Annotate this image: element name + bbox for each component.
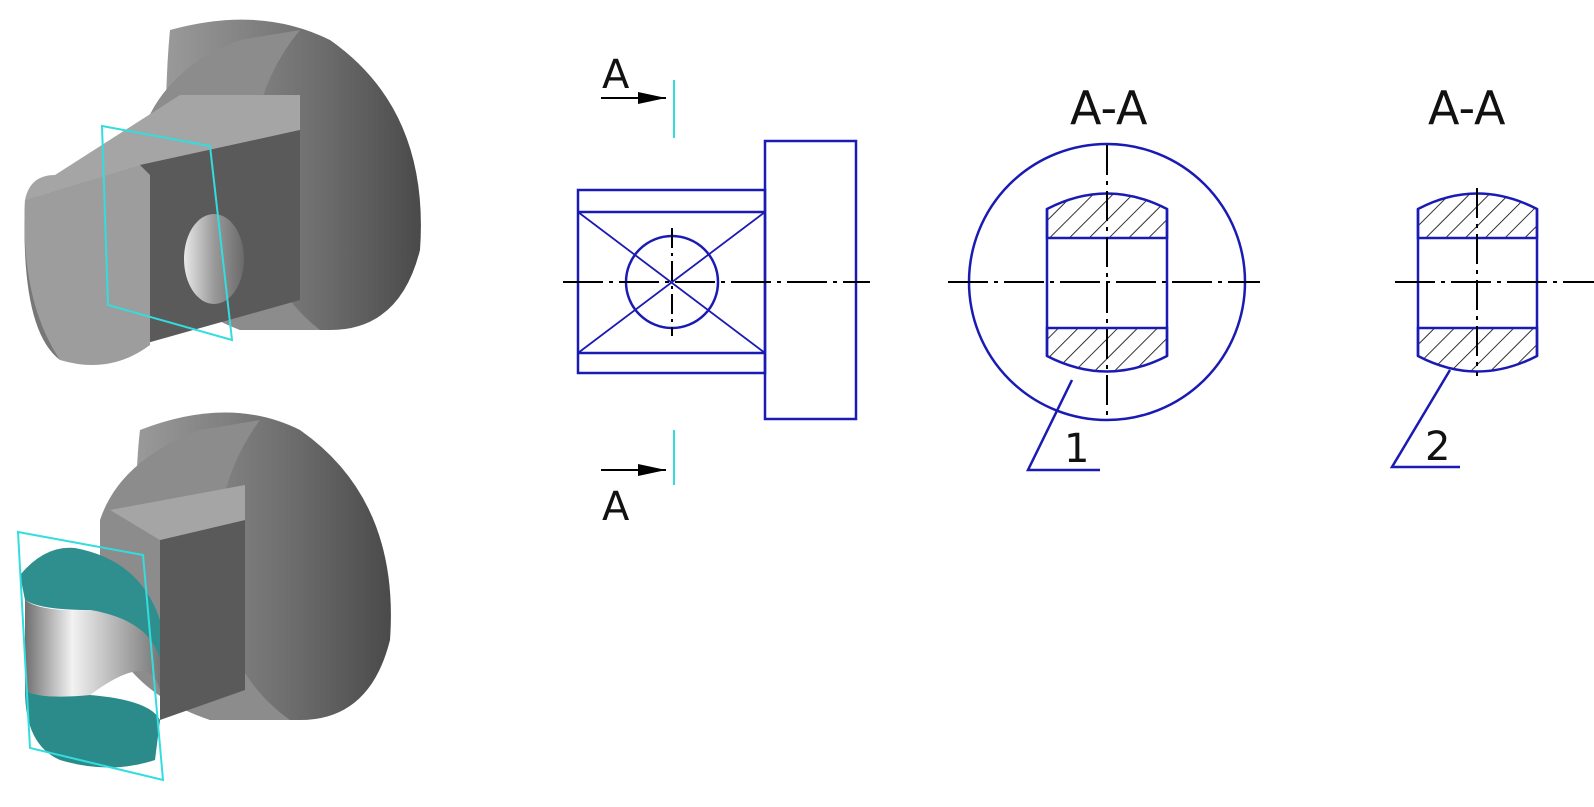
front-view [576, 139, 858, 421]
isometric-part-view-2-sectioned [16, 412, 391, 782]
callout-2: 2 [1425, 424, 1450, 470]
flange-outline [763, 139, 858, 421]
cutting-plane-indicator: A A [601, 52, 675, 530]
section-mark-top: A [602, 52, 630, 98]
section-title-2: A-A [1428, 81, 1506, 135]
section-mark-bottom: A [602, 484, 630, 530]
isometric-part-view-1 [24, 19, 421, 365]
front-view-centerlines [563, 228, 870, 336]
leader-1 [1025, 379, 1100, 472]
section-view-2: A-A 2 [1389, 81, 1594, 470]
section-view-1: A-A 1 [948, 81, 1260, 472]
section-title-1: A-A [1070, 81, 1148, 135]
callout-1: 1 [1064, 426, 1089, 472]
leader-2 [1389, 369, 1460, 469]
